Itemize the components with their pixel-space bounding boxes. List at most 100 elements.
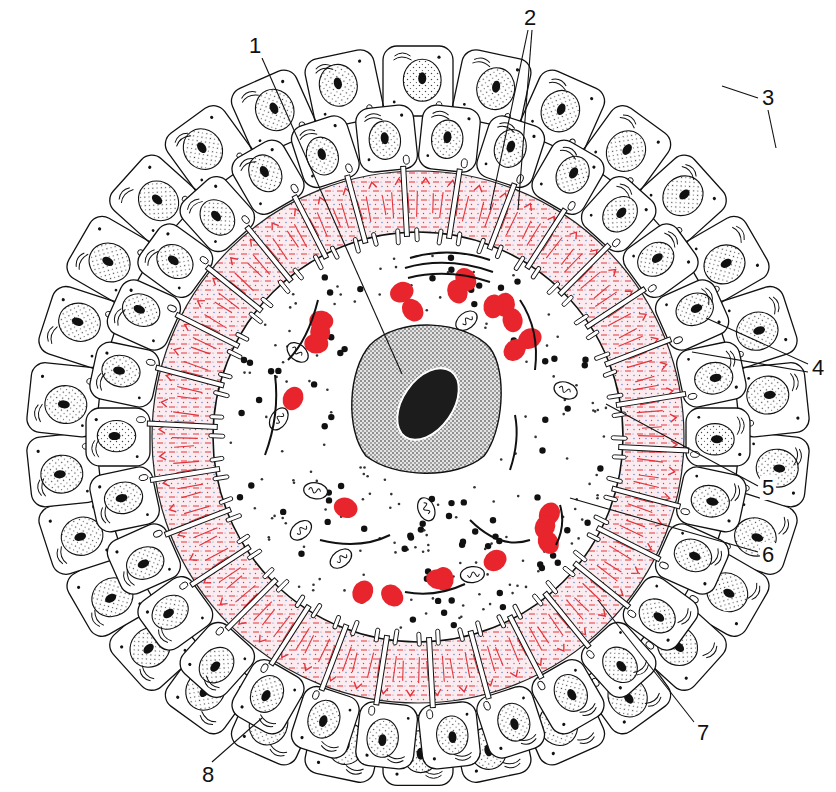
zona-v-mark	[160, 394, 201, 415]
cell-processes	[147, 166, 689, 709]
endoplasmic-reticulum	[265, 375, 276, 455]
cell-nucleolus	[316, 147, 327, 161]
cortical-granule	[531, 512, 559, 542]
microvillus	[374, 628, 380, 642]
yolk-granule	[264, 324, 267, 327]
microvillus	[330, 246, 340, 260]
zona-fibre	[262, 609, 274, 625]
v-mark	[557, 644, 567, 653]
yolk-granule	[512, 274, 515, 277]
cell-mitochondrion	[403, 155, 410, 165]
cell-golgi	[37, 478, 46, 497]
yolk-granule	[293, 481, 296, 484]
cell-golgi	[731, 484, 742, 503]
yolk-granule	[574, 508, 577, 511]
process-group	[149, 456, 230, 491]
microvillus	[513, 255, 525, 271]
corona-process	[245, 225, 293, 282]
mito-crista	[461, 314, 474, 325]
zona-fibre	[462, 196, 468, 221]
v-mark	[524, 202, 534, 211]
cell-granule	[214, 240, 218, 244]
yolk-granule	[478, 593, 481, 596]
callout-number: 8	[200, 763, 216, 787]
microvillus	[226, 513, 242, 523]
cell-mitochondrion	[426, 710, 433, 720]
zona-fibre	[432, 193, 434, 213]
follicle-cell	[86, 408, 150, 466]
yolk-granule	[249, 372, 252, 375]
endoplasmic-reticulum	[556, 505, 562, 545]
cell-mitochondrion	[178, 581, 189, 591]
yolk-granule	[326, 389, 329, 392]
cell-mitochondrion	[312, 690, 320, 700]
cell-nucleus	[145, 588, 194, 636]
yolk-granule	[482, 608, 485, 611]
yolk-granule	[505, 536, 508, 539]
cell-granule	[755, 263, 759, 267]
cell-nucleolus	[614, 659, 628, 673]
cell-nucleolus	[209, 209, 223, 223]
yolk-granule	[471, 301, 477, 307]
cell-body	[302, 47, 385, 130]
zona-fibre	[527, 224, 541, 246]
cell-granule	[590, 96, 594, 100]
yolk-granule	[552, 375, 555, 378]
zona-fibre	[227, 576, 242, 589]
v-mark	[302, 663, 312, 672]
zona-v-mark	[601, 546, 643, 580]
cell-granule	[323, 113, 326, 116]
zona-fibre	[635, 376, 654, 382]
microvillus	[593, 514, 609, 525]
microvillus	[278, 279, 291, 294]
zona-fibre	[317, 212, 327, 236]
zona-fibre	[253, 255, 270, 275]
yolk-granule	[289, 306, 292, 309]
microvillus	[227, 349, 243, 360]
cell-nucleus	[303, 696, 345, 742]
cell-granule	[681, 531, 685, 535]
cortical-granule	[482, 293, 505, 320]
microvillus	[603, 495, 618, 502]
cortical-granule	[387, 278, 417, 306]
zona-v-mark	[554, 600, 591, 640]
microvillus	[353, 237, 361, 253]
zona-fibre	[604, 562, 621, 573]
yolk-granule	[243, 371, 246, 374]
v-mark	[510, 670, 520, 679]
yolk-granule	[490, 542, 493, 545]
zona-fibre	[634, 481, 659, 487]
yolk-granule	[316, 354, 319, 357]
cell-golgi	[319, 741, 338, 753]
process-group	[238, 219, 305, 294]
cell-nucleus	[692, 359, 736, 398]
nucleolus	[385, 357, 472, 451]
yolk-granule	[230, 442, 233, 445]
yolk-granule	[333, 303, 336, 306]
cell-nucleus	[244, 670, 290, 719]
yolk-granule	[524, 415, 527, 418]
yolk-granule	[292, 479, 295, 482]
yolk-granule	[285, 522, 288, 525]
microvillus	[603, 369, 618, 378]
cell-mitochondrion	[626, 609, 637, 619]
yolk-granule	[337, 350, 343, 356]
cell-granule	[694, 247, 698, 251]
v-mark	[668, 467, 675, 476]
cell-golgi	[121, 569, 135, 588]
corona-process	[401, 166, 410, 236]
microvillus	[496, 614, 506, 628]
corona-process	[225, 578, 278, 631]
microvillus	[248, 311, 263, 324]
yolk-granule	[539, 447, 545, 453]
zona-v-mark	[233, 590, 272, 629]
cell-golgi	[137, 665, 154, 683]
zona-fibre	[205, 548, 228, 560]
yolk-granule	[268, 368, 274, 374]
cortical-granule	[499, 335, 530, 366]
yolk-granule	[338, 483, 344, 489]
yolk-granule	[582, 357, 588, 363]
yolk-granule	[516, 584, 519, 587]
yolk-granule	[514, 278, 520, 284]
yolk-granule	[261, 478, 264, 481]
